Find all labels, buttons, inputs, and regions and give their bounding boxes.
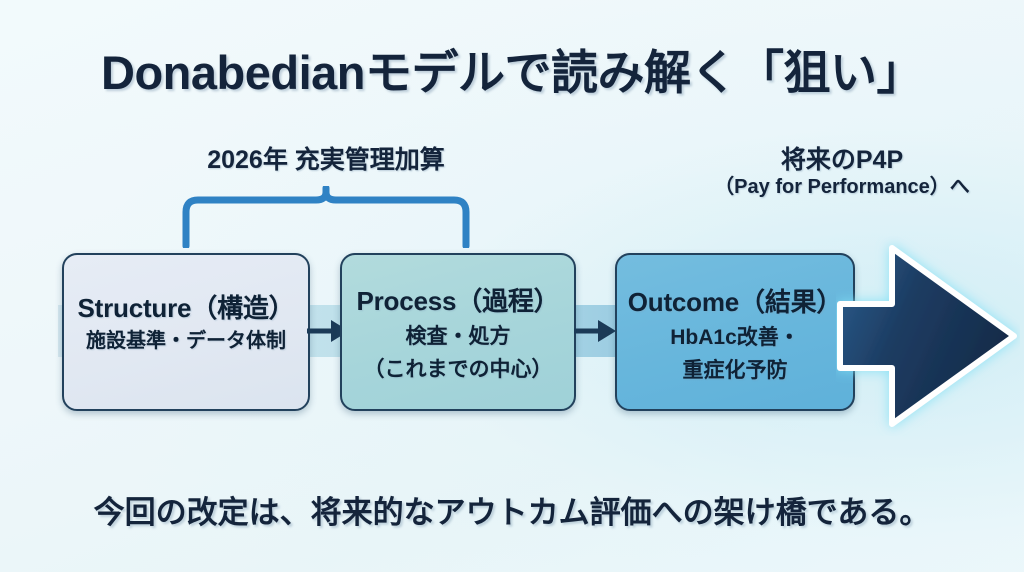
future-p4p-line1: 将来のP4P [780,146,904,174]
flow-box-structure-title: Structure（構造） [77,293,295,323]
flow-box-outcome-detail-1: HbA1c改善・ [670,326,800,349]
big-arrow-right-icon [837,245,1017,427]
flow-box-outcome[interactable]: Outcome（結果） HbA1c改善・ 重症化予防 [615,253,855,411]
flow-box-process[interactable]: Process（過程） 検査・処方 （これまでの中心） [340,253,576,411]
slide-caption: 今回の改定は、将来的なアウトカム評価への架け橋である。 [93,495,931,530]
flow-box-outcome-title: Outcome（結果） [627,287,843,317]
flow-box-structure-detail-1: 施設基準・データ体制 [86,330,286,352]
future-p4p-label: 将来のP4P （Pay for Performance）へ [668,146,1016,201]
flow-box-process-title: Process（過程） [356,286,560,316]
flow-box-process-detail-1: 検査・処方 [405,325,511,348]
curly-brace-icon [182,186,470,248]
future-p4p-line2: （Pay for Performance）へ [714,176,970,198]
brace-label: 2026年 充実管理加算 [207,146,445,174]
flow-box-outcome-detail-2: 重症化予防 [682,358,788,382]
arrow-right-icon [574,320,616,342]
page-title: Donabedianモデルで読み解く「狙い」 [101,46,923,99]
flow-box-process-detail-2: （これまでの中心） [363,357,553,381]
flow-box-structure[interactable]: Structure（構造） 施設基準・データ体制 [62,253,310,411]
